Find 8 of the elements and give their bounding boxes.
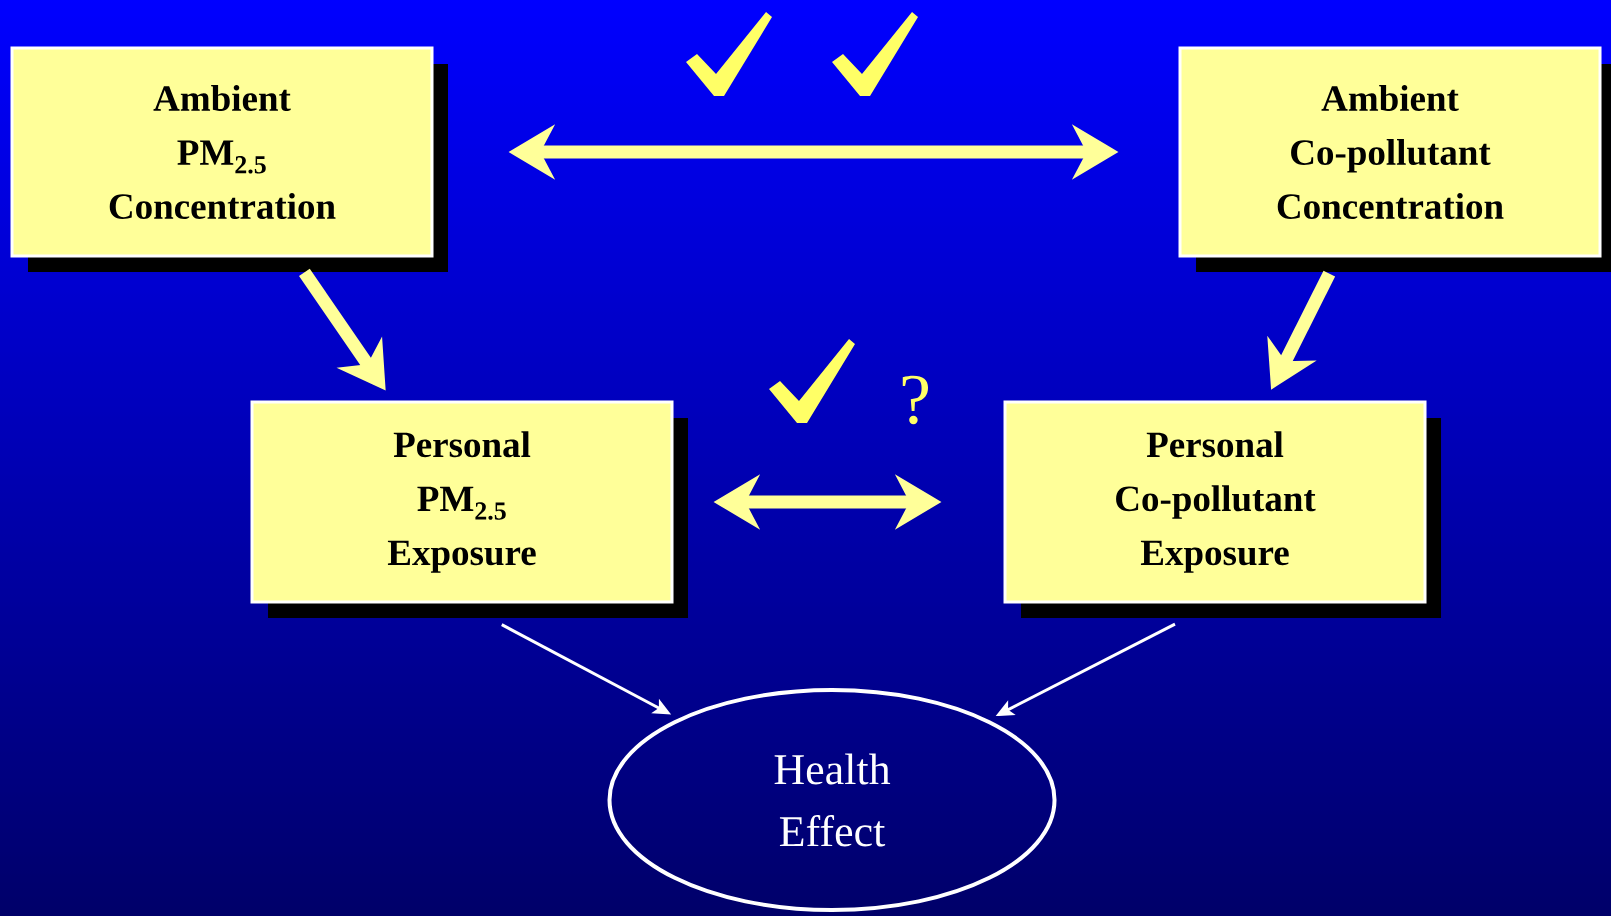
concept-box: Ambient PM$_{2.5}$ Concentration (10, 46, 448, 272)
check-mark (686, 12, 772, 96)
concept-box: Personal Co-pollutant Exposure (1003, 400, 1441, 618)
edge-label: ? (902, 375, 929, 425)
check-mark (769, 339, 855, 423)
check-mark (832, 12, 918, 96)
concept-box: Personal PM$_{2.5}$ Exposure (250, 400, 688, 618)
concept-box: Ambient Co-pollutant Concentration (1178, 46, 1611, 272)
